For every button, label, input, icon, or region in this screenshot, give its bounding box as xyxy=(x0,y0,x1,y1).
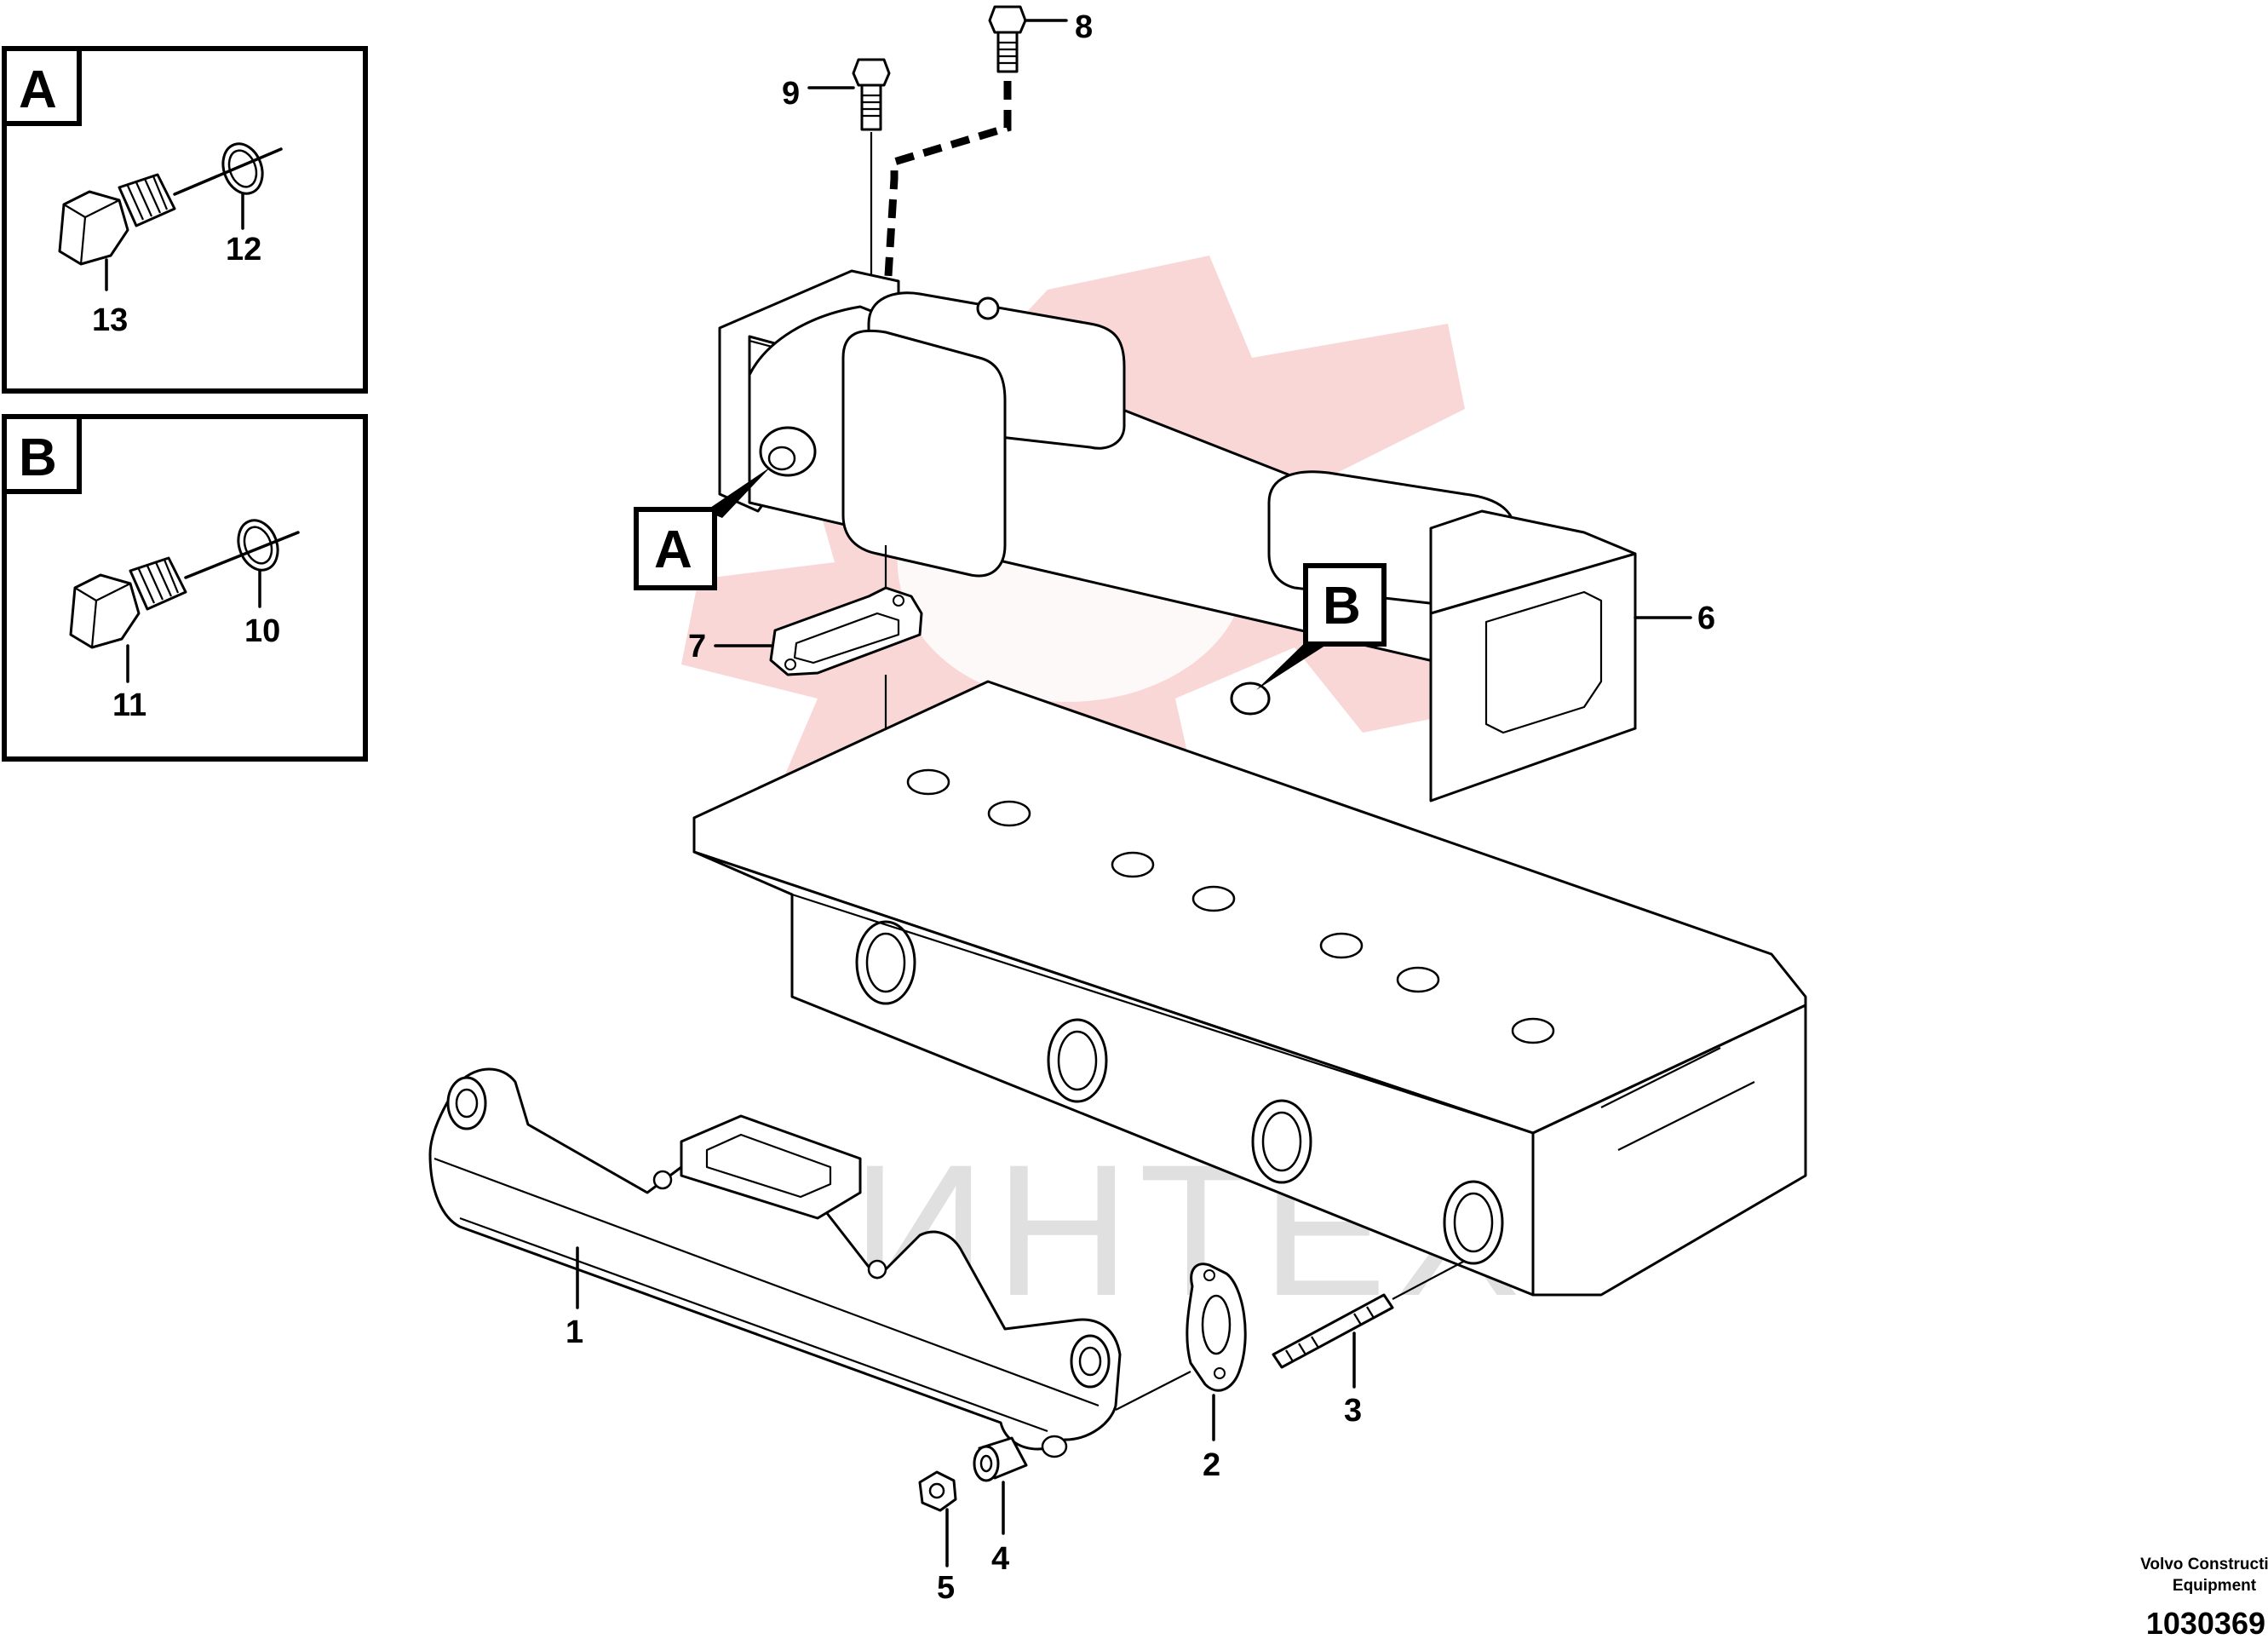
callout-2: 2 xyxy=(1203,1447,1220,1483)
spacer-4-icon xyxy=(973,1436,1028,1482)
cylinder-head xyxy=(692,680,1807,1297)
washer-10-icon xyxy=(237,519,279,572)
drawing-number: 1030369 xyxy=(2146,1606,2265,1641)
footer-company-line1: Volvo Construction xyxy=(2140,1556,2268,1573)
bolt-8-path-dashed xyxy=(883,81,1012,290)
detail-tag-b: B xyxy=(1323,577,1361,636)
bolt-8-icon xyxy=(988,5,1027,73)
footer-company-line2: Equipment xyxy=(2173,1577,2257,1595)
callout-4: 4 xyxy=(991,1541,1009,1577)
callout-5: 5 xyxy=(937,1570,955,1606)
callout-9: 9 xyxy=(782,76,800,112)
callout-7: 7 xyxy=(688,629,706,664)
detail-tag-b-box xyxy=(1303,563,1387,647)
plug-11-icon xyxy=(69,556,187,649)
callout-12: 12 xyxy=(226,232,261,267)
callout-6: 6 xyxy=(1697,601,1715,636)
callout-10: 10 xyxy=(244,613,280,649)
callout-8: 8 xyxy=(1075,9,1093,45)
exhaust-manifold-1 xyxy=(428,1067,1122,1458)
plug-13-icon xyxy=(58,173,176,266)
washer-12-icon xyxy=(221,142,264,195)
inset-a-tag: A xyxy=(19,60,57,119)
callout-1: 1 xyxy=(566,1314,583,1350)
callout-11: 11 xyxy=(112,687,146,723)
detail-tag-a: A xyxy=(654,521,692,579)
gasket-7-icon xyxy=(769,586,923,676)
inset-b-tag: B xyxy=(19,429,57,487)
exhaust-ports xyxy=(855,920,1504,1265)
callout-3: 3 xyxy=(1344,1393,1362,1429)
callout-13: 13 xyxy=(92,302,128,338)
inset-a: A 13 12 xyxy=(2,46,368,394)
inset-b-tag-box xyxy=(2,414,82,494)
detail-tag-a-box xyxy=(634,507,717,590)
stud-3-icon xyxy=(1272,1293,1394,1369)
bolt-9-icon xyxy=(852,58,891,131)
inset-b: B 11 10 xyxy=(2,414,368,762)
nut-5-icon xyxy=(918,1470,957,1512)
inset-a-tag-box xyxy=(2,46,82,126)
deck-holes xyxy=(906,768,1555,1044)
gasket-2-icon xyxy=(1186,1263,1247,1392)
